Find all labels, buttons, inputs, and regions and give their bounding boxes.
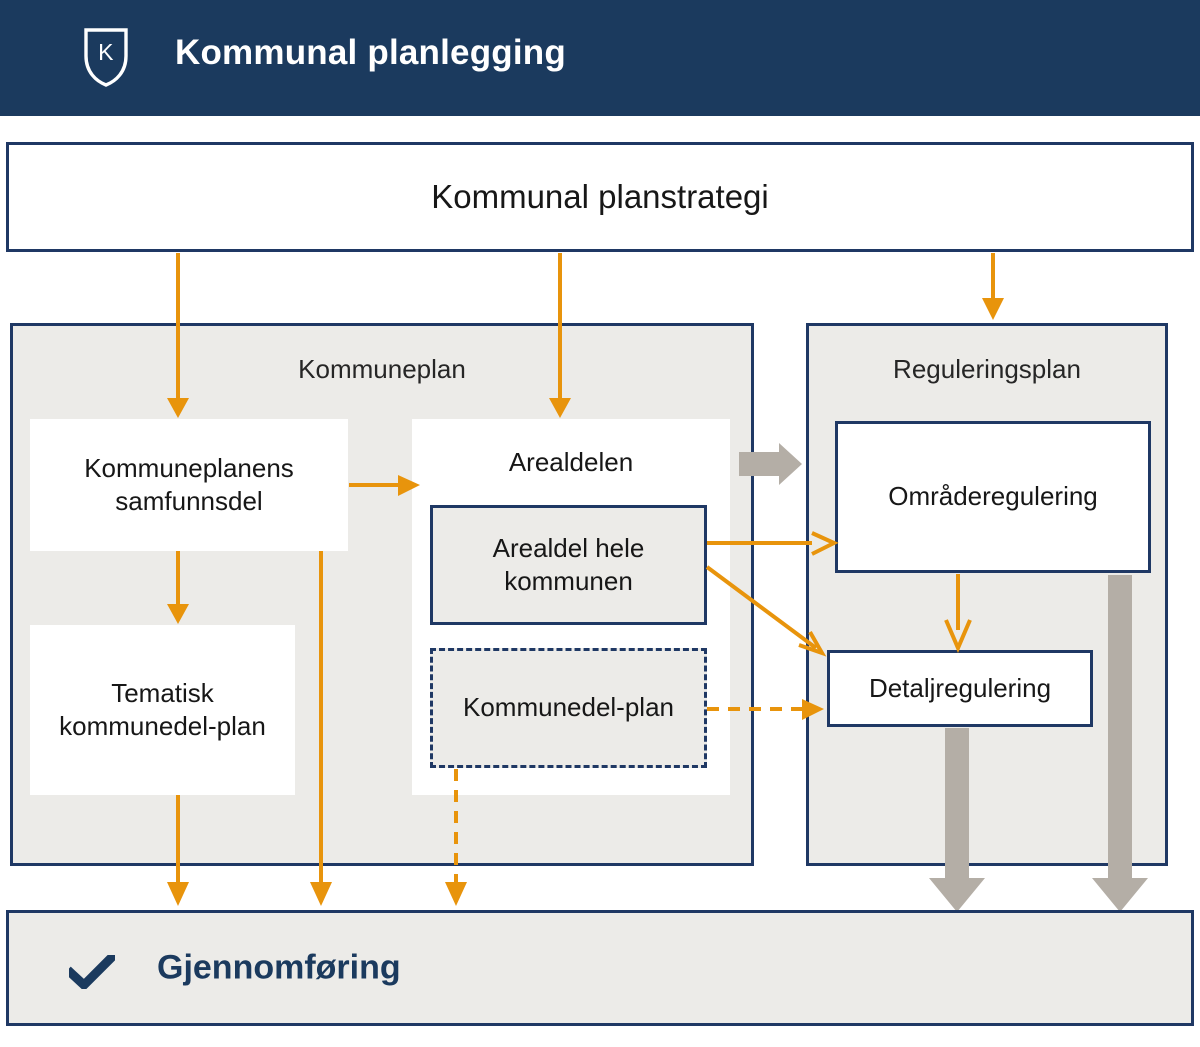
group-title-reguleringsplan: Reguleringsplan xyxy=(893,354,1081,384)
node-label: Kommuneplanens samfunnsdel xyxy=(84,452,294,516)
node-label: Gjennomføring xyxy=(157,948,401,987)
node-omraderegulering[interactable]: Områderegulering xyxy=(835,421,1151,573)
node-tematisk-kommunedelplan[interactable]: Tematisk kommunedel-plan xyxy=(30,625,295,795)
page-title: Kommunal planlegging xyxy=(175,33,566,72)
node-label: Arealdel hele kommunen xyxy=(492,532,645,596)
node-label: Områderegulering xyxy=(888,481,1098,512)
page-header: K Kommunal planlegging xyxy=(0,0,1200,116)
node-detaljregulering[interactable]: Detaljregulering xyxy=(827,650,1093,727)
node-label: Arealdelen xyxy=(508,447,634,477)
group-reguleringsplan: Reguleringsplan xyxy=(806,323,1168,866)
group-title-kommuneplan: Kommuneplan xyxy=(298,354,466,384)
node-label: Tematisk kommunedel-plan xyxy=(59,677,266,741)
shield-letter: K xyxy=(98,39,114,65)
node-kommunal-planstrategi[interactable]: Kommunal planstrategi xyxy=(6,142,1194,252)
node-gjennomforing[interactable]: Gjennomføring xyxy=(6,910,1194,1026)
node-label: Detaljregulering xyxy=(868,672,1052,703)
node-kommuneplanens-samfunnsdel[interactable]: Kommuneplanens samfunnsdel xyxy=(30,419,348,551)
node-kommunedelplan[interactable]: Kommunedel-plan xyxy=(430,648,707,768)
arrow-strategi-to-reguleringsplan xyxy=(982,253,1004,320)
shield-icon: K xyxy=(82,26,130,88)
check-icon xyxy=(64,950,119,992)
node-arealdel-hele-kommunen[interactable]: Arealdel hele kommunen xyxy=(430,505,707,625)
node-label: Kommunedel-plan xyxy=(462,692,674,723)
node-label: Kommunal planstrategi xyxy=(431,178,769,215)
